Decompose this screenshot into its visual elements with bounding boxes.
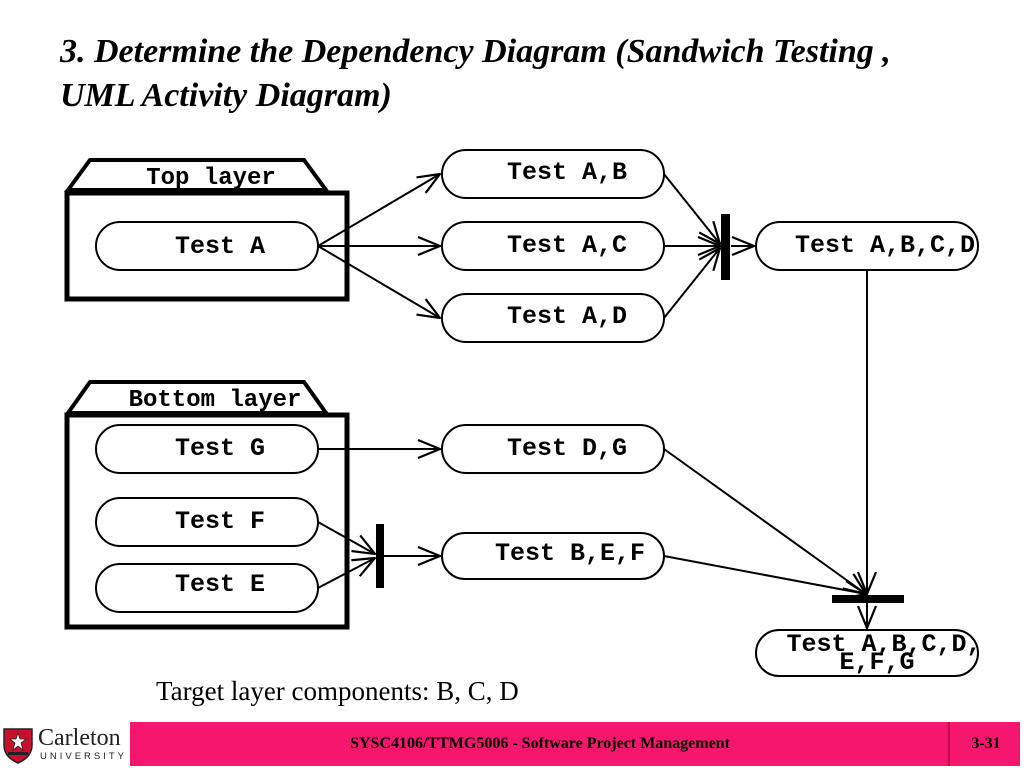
node-test-ac: Test A,C — [441, 221, 665, 271]
bottom-layer-label: Bottom layer — [129, 387, 302, 414]
edge-ab-join — [663, 173, 720, 244]
carleton-logo: Carleton UNIVERSITY — [2, 724, 126, 766]
node-test-abcd-label: Test A,B,C,D — [795, 231, 975, 260]
node-test-g: Test G — [95, 424, 319, 474]
node-test-abcd: Test A,B,C,D — [755, 221, 979, 271]
node-test-all-label-1: Test A,B,C,D, — [786, 630, 981, 659]
edge-a-ad — [317, 245, 440, 318]
top-layer-label: Top layer — [146, 165, 276, 192]
node-test-ab-label: Test A,B — [507, 158, 627, 187]
university-crest-icon — [3, 728, 33, 764]
node-test-bef: Test B,E,F — [441, 532, 665, 580]
slide-footer: Carleton UNIVERSITY SYSC4106/TTMG5006 - … — [0, 722, 1024, 768]
join-bar-top — [721, 214, 730, 280]
node-test-e-label: Test E — [175, 570, 265, 599]
edge-f-join — [317, 521, 375, 554]
edge-ad-join — [663, 248, 720, 319]
node-test-g-label: Test G — [175, 434, 265, 463]
node-test-a: Test A — [95, 221, 319, 271]
edge-a-ab — [317, 174, 440, 247]
node-test-bef-label: Test B,E,F — [495, 539, 645, 568]
page-number: 3-31 — [971, 735, 1001, 752]
edge-e-join — [317, 558, 375, 589]
node-test-ab: Test A,B — [441, 149, 665, 199]
node-test-a-label: Test A — [175, 232, 265, 261]
logo-name: Carleton — [38, 725, 121, 751]
node-test-all: Test A,B,C,D, E,F,G — [755, 629, 982, 677]
node-test-ac-label: Test A,C — [507, 231, 627, 260]
node-test-dg-label: Test D,G — [507, 434, 627, 463]
footer-divider — [948, 722, 950, 766]
join-bar-bef — [376, 524, 384, 588]
node-test-dg: Test D,G — [441, 424, 665, 474]
top-layer-tab — [64, 158, 330, 192]
slide-title: 3. Determine the Dependency Diagram (San… — [60, 33, 891, 114]
node-test-all-label-2: E,F,G — [839, 648, 914, 677]
dependency-diagram: Top layer Bottom layer Test A Test A,B T… — [64, 149, 982, 677]
node-test-ad-label: Test A,D — [507, 302, 627, 331]
logo-subtitle: UNIVERSITY — [40, 751, 128, 762]
course-title: SYSC4106/TTMG5006 - Software Project Man… — [350, 735, 730, 752]
edge-bef-final — [663, 555, 866, 594]
edge-dg-final — [663, 448, 866, 594]
node-test-ad: Test A,D — [441, 293, 665, 343]
target-layer-caption: Target layer components: B, C, D — [156, 676, 519, 706]
join-bar-final — [832, 595, 904, 603]
edges — [317, 173, 867, 628]
node-test-f-label: Test F — [175, 507, 265, 536]
node-test-f: Test F — [95, 497, 319, 547]
node-test-e: Test E — [95, 563, 319, 613]
footer-bar — [130, 722, 1020, 766]
